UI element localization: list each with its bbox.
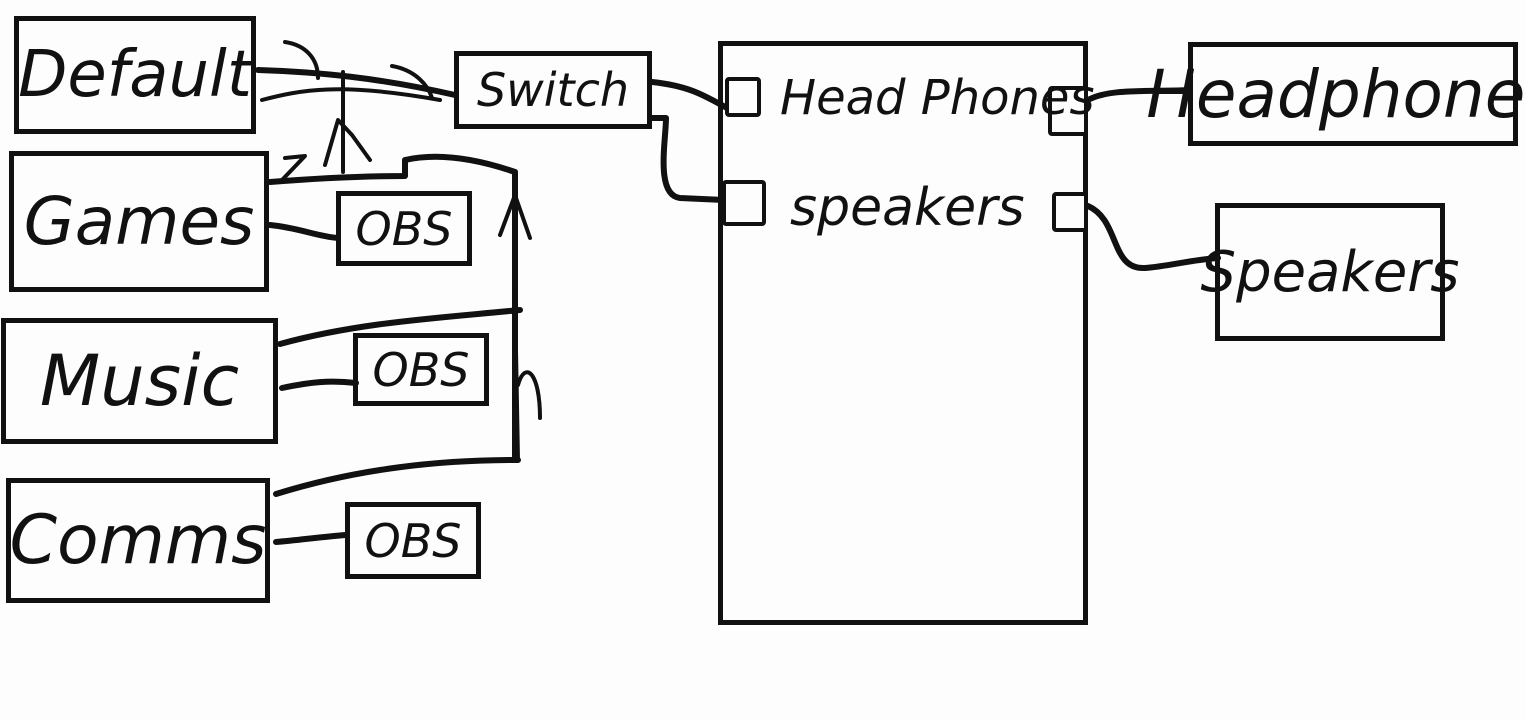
music-source-box: Music [1,318,278,444]
arrowhead-default-2 [390,64,434,100]
speakers-output-box: Speakers [1201,203,1459,341]
obs-comms-box: OBS [345,502,481,579]
obs-music-label: OBS [372,342,470,397]
wire-music-to-obs [279,378,359,391]
default-source-label: Default [18,38,252,112]
obs-music-box: OBS [353,333,489,406]
arrowhead-default-1 [283,40,320,80]
comms-source-box: Comms [6,478,270,603]
wire-default-to-switch-lower [260,87,442,102]
switch-label: Switch [476,63,630,117]
mixer-speakers-label: speakers [790,178,1025,238]
wire-mixer-to-headphones [1085,87,1193,103]
comms-source-label: Comms [9,501,267,580]
wire-games-out [267,153,518,463]
obs-games-label: OBS [355,201,453,256]
mixer-speakers-output-port [1052,192,1088,232]
games-source-box: Games [9,151,269,292]
switch-box: Switch [454,51,652,129]
wire-switch-to-speakers [649,115,727,203]
arrowhead-games-small [280,154,307,182]
mixer-headphones-output-port [1048,86,1088,136]
wire-mixer-to-speakers [1085,203,1221,272]
mixer-headphones-label: Head Phones [780,70,1095,126]
arrowhead-games-up [323,118,372,167]
games-source-label: Games [23,183,255,260]
headphones-output-label: Headphones [1146,55,1525,133]
wire-music-out [277,307,523,347]
wire-games-to-obs [267,222,341,241]
obs-comms-label: OBS [364,513,462,568]
arrowhead-music-hook [516,370,542,420]
mixer-box [718,41,1088,625]
wire-music-vertical [513,293,520,462]
wire-comms-to-obs [273,532,349,545]
music-source-label: Music [39,340,240,422]
mixer-headphones-input-port [725,77,761,117]
mixer-speakers-input-port [722,180,766,226]
wire-switch-to-headphones [649,79,730,111]
speakers-output-label: Speakers [1200,239,1460,305]
headphones-output-box: Headphones [1146,42,1525,146]
arrowhead-right-vertical [498,193,532,240]
obs-games-box: OBS [336,191,472,266]
wire-comms-out [273,457,521,497]
default-source-box: Default [14,16,256,134]
